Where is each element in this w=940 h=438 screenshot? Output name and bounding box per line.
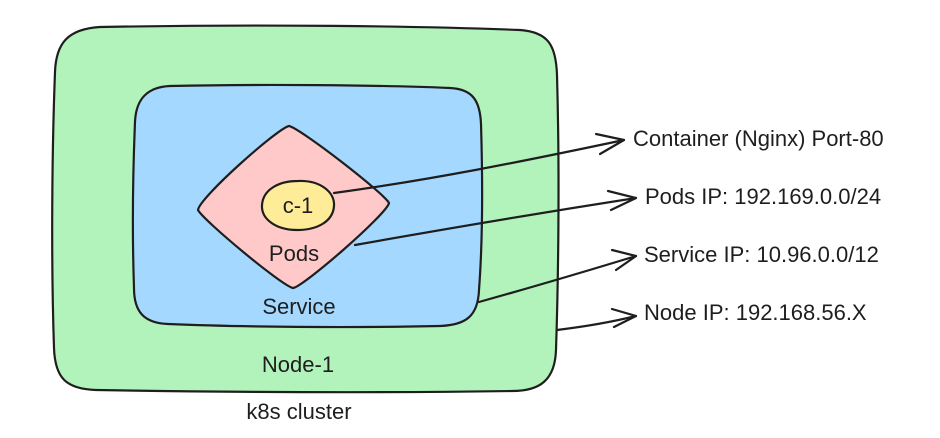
- arrow-node-head: [610, 307, 638, 329]
- arrow-container-line: [332, 138, 626, 195]
- arrow-service-line: [477, 254, 638, 304]
- arrow-node: [555, 307, 638, 332]
- arrow-service: [477, 248, 638, 304]
- cluster-label: k8s cluster: [246, 399, 351, 424]
- annotation-container: Container (Nginx) Port-80: [633, 126, 884, 151]
- arrow-pods: [353, 189, 638, 247]
- arrow-container-head: [594, 132, 626, 156]
- annotation-node: Node IP: 192.168.56.X: [644, 300, 867, 325]
- arrow-container: [332, 132, 626, 195]
- arrow-service-head: [610, 248, 638, 272]
- service-label: Service: [262, 294, 335, 319]
- container-ellipse: [260, 179, 336, 232]
- container-label: c-1: [283, 193, 314, 218]
- node-label: Node-1: [262, 352, 334, 377]
- annotation-service: Service IP: 10.96.0.0/12: [644, 242, 879, 267]
- arrow-pods-line: [353, 196, 638, 247]
- annotation-pods: Pods IP: 192.169.0.0/24: [645, 184, 881, 209]
- arrow-pods-head: [606, 189, 638, 212]
- container-ellipse-shape: [260, 179, 336, 232]
- arrow-node-line: [555, 314, 638, 332]
- pods-label: Pods: [269, 241, 319, 266]
